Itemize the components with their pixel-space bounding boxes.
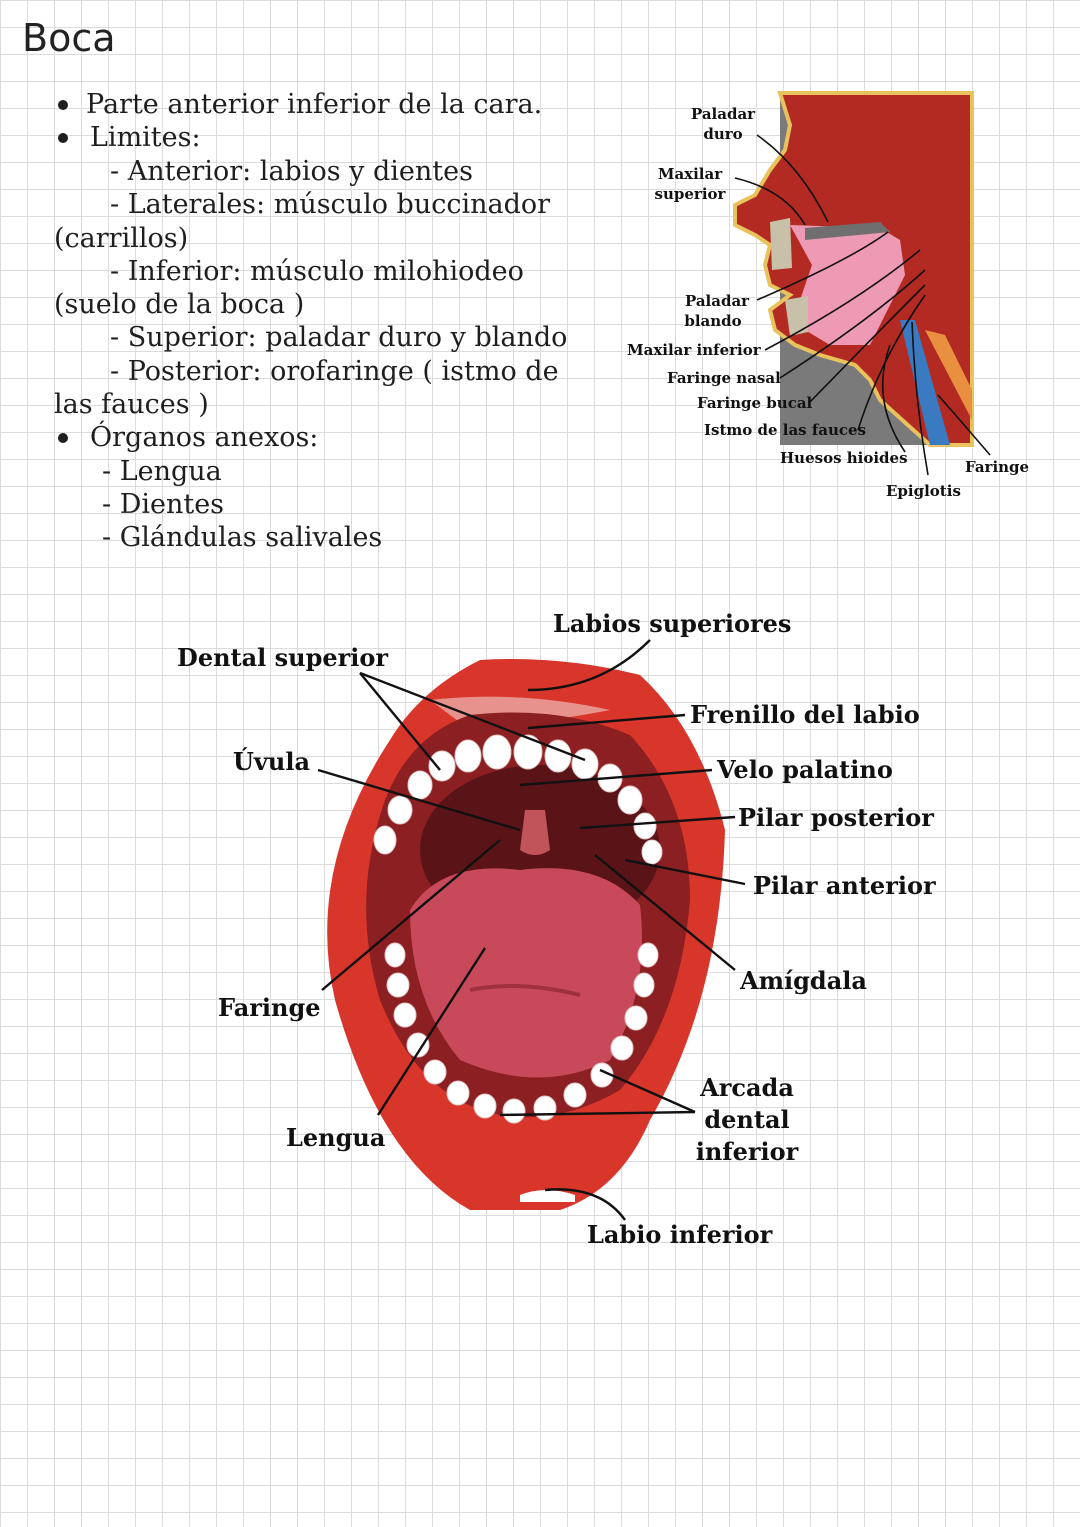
label-paladar-blando: Paladar (685, 292, 750, 310)
label-maxilar-superior: superior (655, 185, 727, 203)
tongue-line (469, 984, 581, 997)
label-faringe-bucal: Faringe bucal (697, 394, 813, 412)
label-pilar-posterior: Pilar posterior (738, 803, 934, 832)
sagittal-upper-teeth (770, 218, 792, 270)
upper-teeth (373, 734, 663, 865)
sagittal-section-figure: Paladar duro Maxilar superior Paladar bl… (627, 91, 1029, 500)
label-maxilar-superior: Maxilar (658, 165, 723, 183)
label-amigdala: Amígdala (739, 966, 867, 995)
label-labio-inferior: Labio inferior (587, 1220, 773, 1249)
label-arcada-dental-inferior: inferior (696, 1137, 799, 1166)
label-frenillo-labio: Frenillo del labio (690, 700, 920, 729)
bullet-icon (58, 133, 68, 143)
mouth-leader-lines (317, 639, 746, 1221)
bullet-icon (58, 100, 68, 110)
label-istmo-fauces: Istmo de las fauces (704, 421, 866, 439)
uvula-shape (520, 810, 550, 855)
label-pilar-anterior: Pilar anterior (753, 871, 936, 900)
sagittal-tongue-area (790, 225, 905, 345)
note-line: - Lengua (102, 456, 222, 487)
sagittal-hard-palate (805, 222, 890, 240)
note-line: - Inferior: músculo milohiodeo (110, 256, 524, 287)
bullet-icon (58, 433, 68, 443)
note-line: - Anterior: labios y dientes (110, 156, 473, 187)
note-line: Parte anterior inferior de la cara. (86, 89, 543, 120)
note-line: - Superior: paladar duro y blando (110, 322, 568, 353)
page-title: Boca (22, 16, 116, 60)
sagittal-esophagus-blue (900, 320, 950, 445)
label-faringe: Faringe (218, 993, 321, 1022)
open-mouth-figure: Labios superiores Dental superior Frenil… (177, 609, 936, 1249)
label-arcada-dental-inferior: dental (704, 1105, 789, 1134)
label-velo-palatino: Velo palatino (716, 755, 893, 784)
note-line: - Glándulas salivales (102, 522, 383, 553)
label-faringe-sagittal: Faringe (965, 458, 1029, 476)
label-arcada-dental-inferior: Arcada (699, 1073, 794, 1102)
label-paladar-duro: duro (703, 125, 742, 143)
lower-teeth (384, 942, 659, 1124)
sagittal-airway (925, 330, 972, 420)
label-maxilar-inferior: Maxilar inferior (627, 341, 762, 359)
sagittal-lower-teeth (785, 296, 808, 336)
label-faringe-nasal: Faringe nasal (667, 369, 781, 387)
label-labios-superiores: Labios superiores (553, 609, 791, 638)
note-line: (carrillos) (54, 223, 189, 254)
note-line: las fauces ) (54, 389, 209, 420)
label-uvula: Úvula (233, 747, 310, 776)
note-line: - Dientes (102, 489, 225, 520)
note-line: Limites: (90, 122, 201, 153)
note-line: - Laterales: músculo buccinador (110, 189, 551, 220)
sagittal-leader-lines (734, 134, 991, 476)
label-huesos-hioides: Huesos hioides (780, 449, 908, 467)
note-line: Órganos anexos: (90, 422, 319, 453)
note-line: - Posterior: orofaringe ( istmo de (110, 356, 559, 387)
label-lengua: Lengua (286, 1123, 385, 1152)
lower-lip-highlight (520, 1190, 575, 1202)
note-line: (suelo de la boca ) (54, 289, 305, 320)
label-paladar-blando: blando (684, 312, 741, 330)
label-epiglotis: Epiglotis (886, 482, 961, 500)
label-paladar-duro: Paladar (691, 105, 756, 123)
tongue-shape (410, 868, 642, 1078)
label-dental-superior: Dental superior (177, 643, 388, 672)
